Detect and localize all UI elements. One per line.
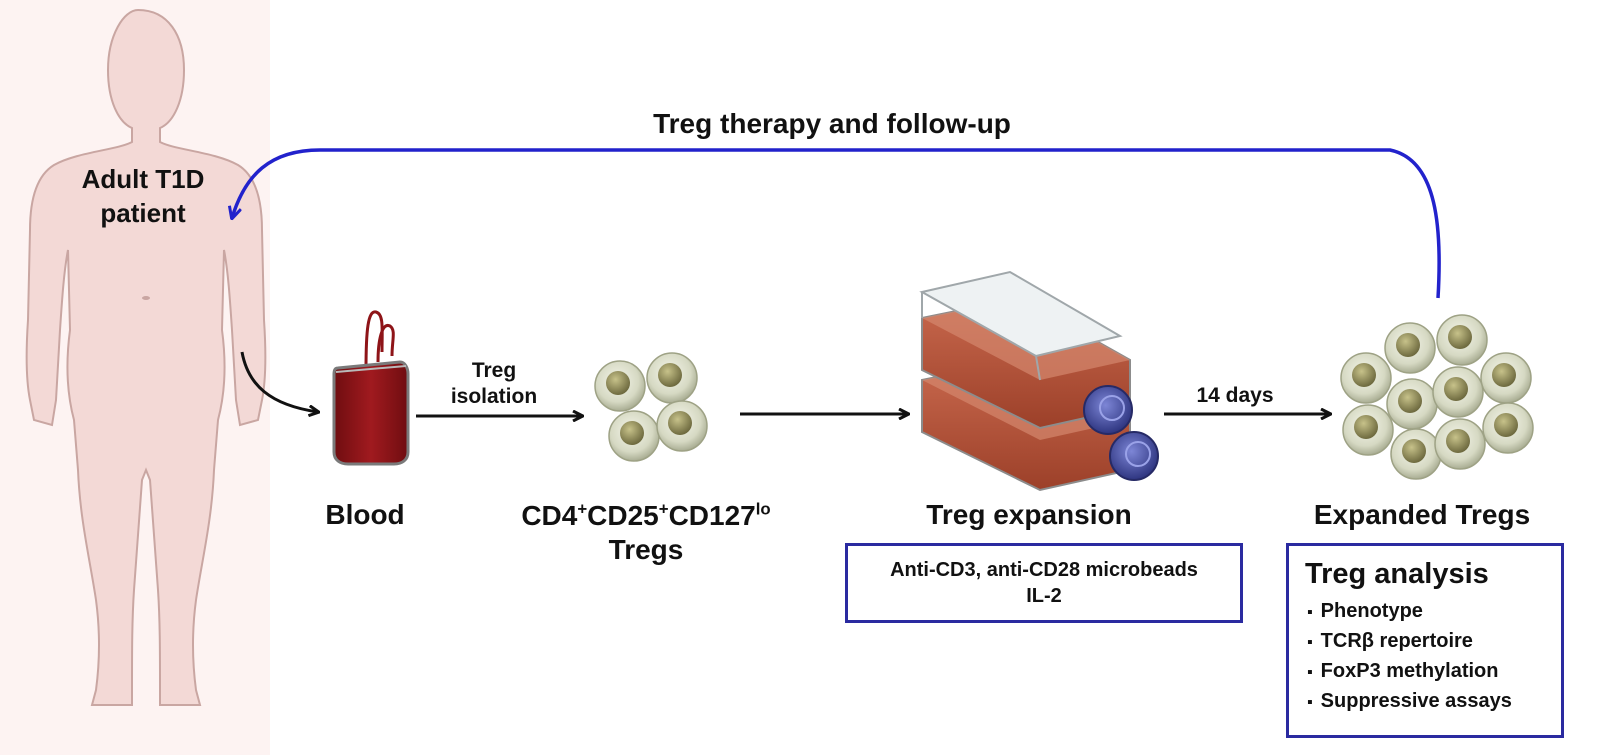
treg-analysis-box: Treg analysis Phenotype TCRβ repertoire … — [1286, 543, 1564, 738]
therapy-label: Treg therapy and follow-up — [653, 108, 1011, 139]
isolation-label-line1: Treg — [471, 359, 517, 382]
expansion-conditions-line2: IL-2 — [1026, 585, 1062, 607]
expansion-conditions-box: Anti-CD3, anti-CD28 microbeads IL-2 — [845, 543, 1243, 623]
isolation-label-line2: isolation — [450, 385, 538, 408]
expansion-conditions-line1: Anti-CD3, anti-CD28 microbeads — [890, 559, 1198, 581]
body-to-blood-arrow — [240, 351, 318, 412]
analysis-item-suppressive-assays: Suppressive assays — [1307, 687, 1561, 717]
isolated-treg-cells — [594, 352, 708, 462]
analysis-item-tcr-repertoire: TCRβ repertoire — [1307, 627, 1561, 657]
blood-bag-icon — [332, 310, 410, 466]
expanded-tregs-label: Expanded Tregs — [1313, 499, 1531, 530]
treg-analysis-list: Phenotype TCRβ repertoire FoxP3 methylat… — [1289, 597, 1561, 717]
isolated-tregs-label: CD4+CD25+CD127lo Tregs — [521, 499, 770, 567]
patient-body-illustration — [0, 0, 270, 755]
treg-analysis-title: Treg analysis — [1305, 558, 1489, 590]
therapy-return-arrow — [232, 148, 1441, 299]
blood-label: Blood — [325, 499, 405, 530]
marker-cd4-sign: + — [577, 499, 588, 519]
expansion-label: Treg expansion — [926, 499, 1132, 530]
patient-label-line1: Adult T1D — [81, 164, 205, 194]
patient-label-line2: patient — [100, 198, 186, 228]
days-label: 14 days — [1196, 384, 1274, 407]
culture-flasks-icon — [919, 270, 1159, 492]
expanded-treg-cells — [1340, 314, 1534, 480]
patient-label: Adult T1D patient — [82, 162, 205, 230]
marker-cd25: CD25 — [587, 500, 659, 531]
marker-cd127: CD127 — [668, 500, 756, 531]
analysis-item-foxp3-methylation: FoxP3 methylation — [1307, 657, 1561, 687]
marker-cd4: CD4 — [521, 500, 578, 531]
marker-cd25-sign: + — [658, 499, 669, 519]
marker-cd127-sign: lo — [755, 499, 771, 519]
isolation-label: Treg isolation — [451, 358, 537, 410]
analysis-item-phenotype: Phenotype — [1307, 597, 1561, 627]
isolated-tregs-label-line2: Tregs — [608, 534, 684, 565]
isolated-tregs-markers: CD4+CD25+CD127lo — [521, 499, 770, 533]
